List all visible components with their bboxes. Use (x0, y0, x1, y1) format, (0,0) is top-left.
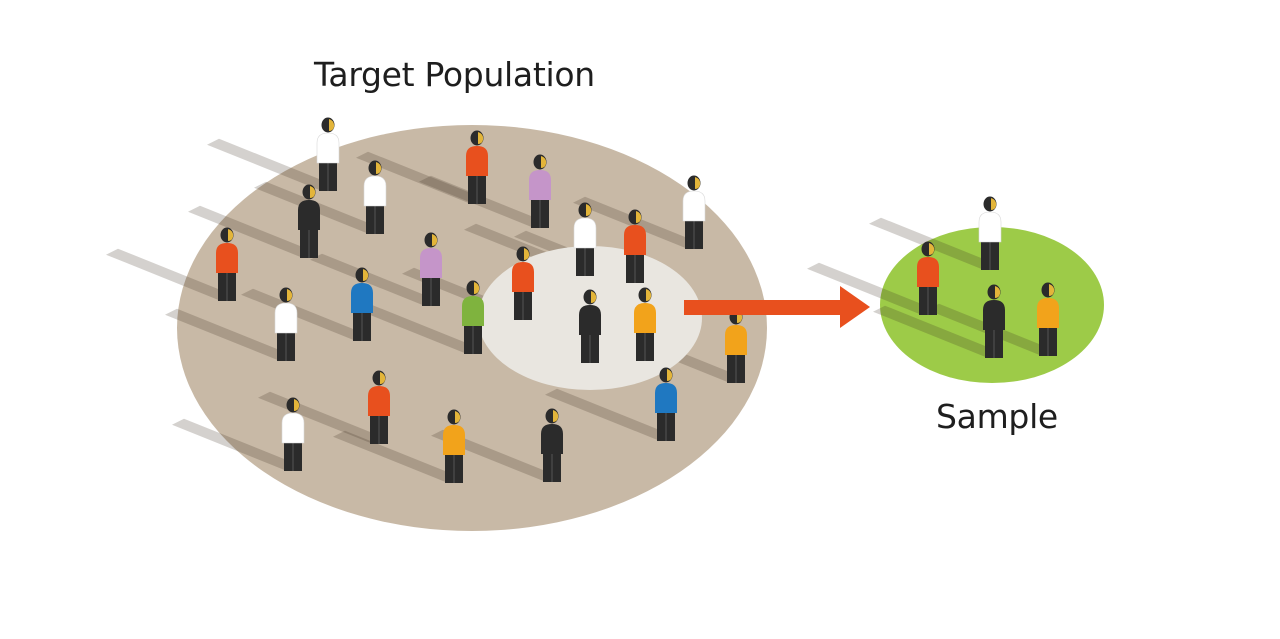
population-person-15 (634, 287, 656, 361)
person-shirt (462, 296, 484, 326)
population-person-12 (512, 246, 534, 320)
population-person-17 (281, 397, 305, 471)
sample-people (807, 196, 1059, 358)
population-person-20 (541, 408, 563, 482)
person-face (329, 119, 335, 131)
person-shirt (351, 283, 373, 313)
person-face (586, 204, 592, 216)
person-shirt (579, 305, 601, 335)
person-face (995, 286, 1001, 298)
person-face (380, 372, 386, 384)
person-shadow-17 (172, 418, 299, 471)
person-shadow-21 (545, 388, 672, 441)
person-face (1049, 284, 1055, 296)
population-person-4 (298, 184, 320, 258)
person-face (376, 162, 382, 174)
person-shirt (725, 325, 747, 355)
person-face (553, 410, 559, 422)
sample-person-3 (1037, 282, 1059, 356)
person-shirt (281, 412, 305, 444)
population-person-19 (443, 409, 465, 483)
person-face (432, 234, 438, 246)
person-shadow-s1 (807, 262, 934, 315)
selection-arrow (684, 286, 870, 328)
sample-person-1 (917, 241, 939, 315)
population-person-7 (573, 202, 597, 276)
person-face (524, 248, 530, 260)
person-shirt (978, 211, 1002, 243)
sample-title: Sample (936, 397, 1058, 436)
person-face (591, 291, 597, 303)
person-face (541, 156, 547, 168)
person-face (228, 229, 234, 241)
person-shirt (466, 146, 488, 176)
person-shirt (420, 248, 442, 278)
person-shadow-11 (165, 308, 292, 361)
person-face (455, 411, 461, 423)
person-shirt (1037, 298, 1059, 328)
population-person-18 (368, 370, 390, 444)
person-face (636, 211, 642, 223)
population-person-9 (420, 232, 442, 306)
person-shirt (529, 170, 551, 200)
person-shirt (274, 302, 298, 334)
population-person-1 (466, 130, 488, 204)
person-shirt (917, 257, 939, 287)
arrow-shaft (684, 300, 844, 315)
person-face (310, 186, 316, 198)
arrow-head (840, 286, 870, 328)
person-shirt (368, 386, 390, 416)
population-title: Target Population (314, 55, 595, 94)
person-face (991, 198, 997, 210)
population-person-10 (351, 267, 373, 341)
person-shadow-1 (356, 151, 483, 204)
person-shirt (655, 383, 677, 413)
person-face (667, 369, 673, 381)
person-face (287, 289, 293, 301)
person-shirt (983, 300, 1005, 330)
person-face (929, 243, 935, 255)
person-shirt (573, 217, 597, 249)
person-face (646, 289, 652, 301)
population-person-3 (363, 160, 387, 234)
sample-person-0 (978, 196, 1002, 270)
population-person-13 (462, 280, 484, 354)
population-person-11 (274, 287, 298, 361)
person-shirt (443, 425, 465, 455)
person-face (478, 132, 484, 144)
population-people (216, 117, 747, 483)
person-shadow-9 (310, 253, 437, 306)
person-face (363, 269, 369, 281)
person-shadow-4 (188, 205, 315, 258)
population-person-0 (316, 117, 340, 191)
population-person-2 (529, 154, 551, 228)
person-face (474, 282, 480, 294)
population-person-14 (579, 289, 601, 363)
population-person-6 (624, 209, 646, 283)
population-person-8 (216, 227, 238, 301)
person-shirt (682, 190, 706, 222)
person-shirt (512, 262, 534, 292)
sample-person-2 (983, 284, 1005, 358)
person-shirt (624, 225, 646, 255)
person-face (695, 177, 701, 189)
person-shirt (363, 175, 387, 207)
person-shadow-0 (207, 138, 334, 191)
person-shirt (634, 303, 656, 333)
person-shirt (316, 132, 340, 164)
population-person-21 (655, 367, 677, 441)
person-shadow-10 (241, 288, 368, 341)
person-shadow-8 (106, 248, 233, 301)
person-shadow-s2 (873, 305, 1000, 358)
person-shadow-13 (352, 301, 479, 354)
person-shirt (216, 243, 238, 273)
person-shadow-19 (333, 430, 460, 483)
population-person-5 (682, 175, 706, 249)
person-face (294, 399, 300, 411)
person-shirt (541, 424, 563, 454)
person-shirt (298, 200, 320, 230)
